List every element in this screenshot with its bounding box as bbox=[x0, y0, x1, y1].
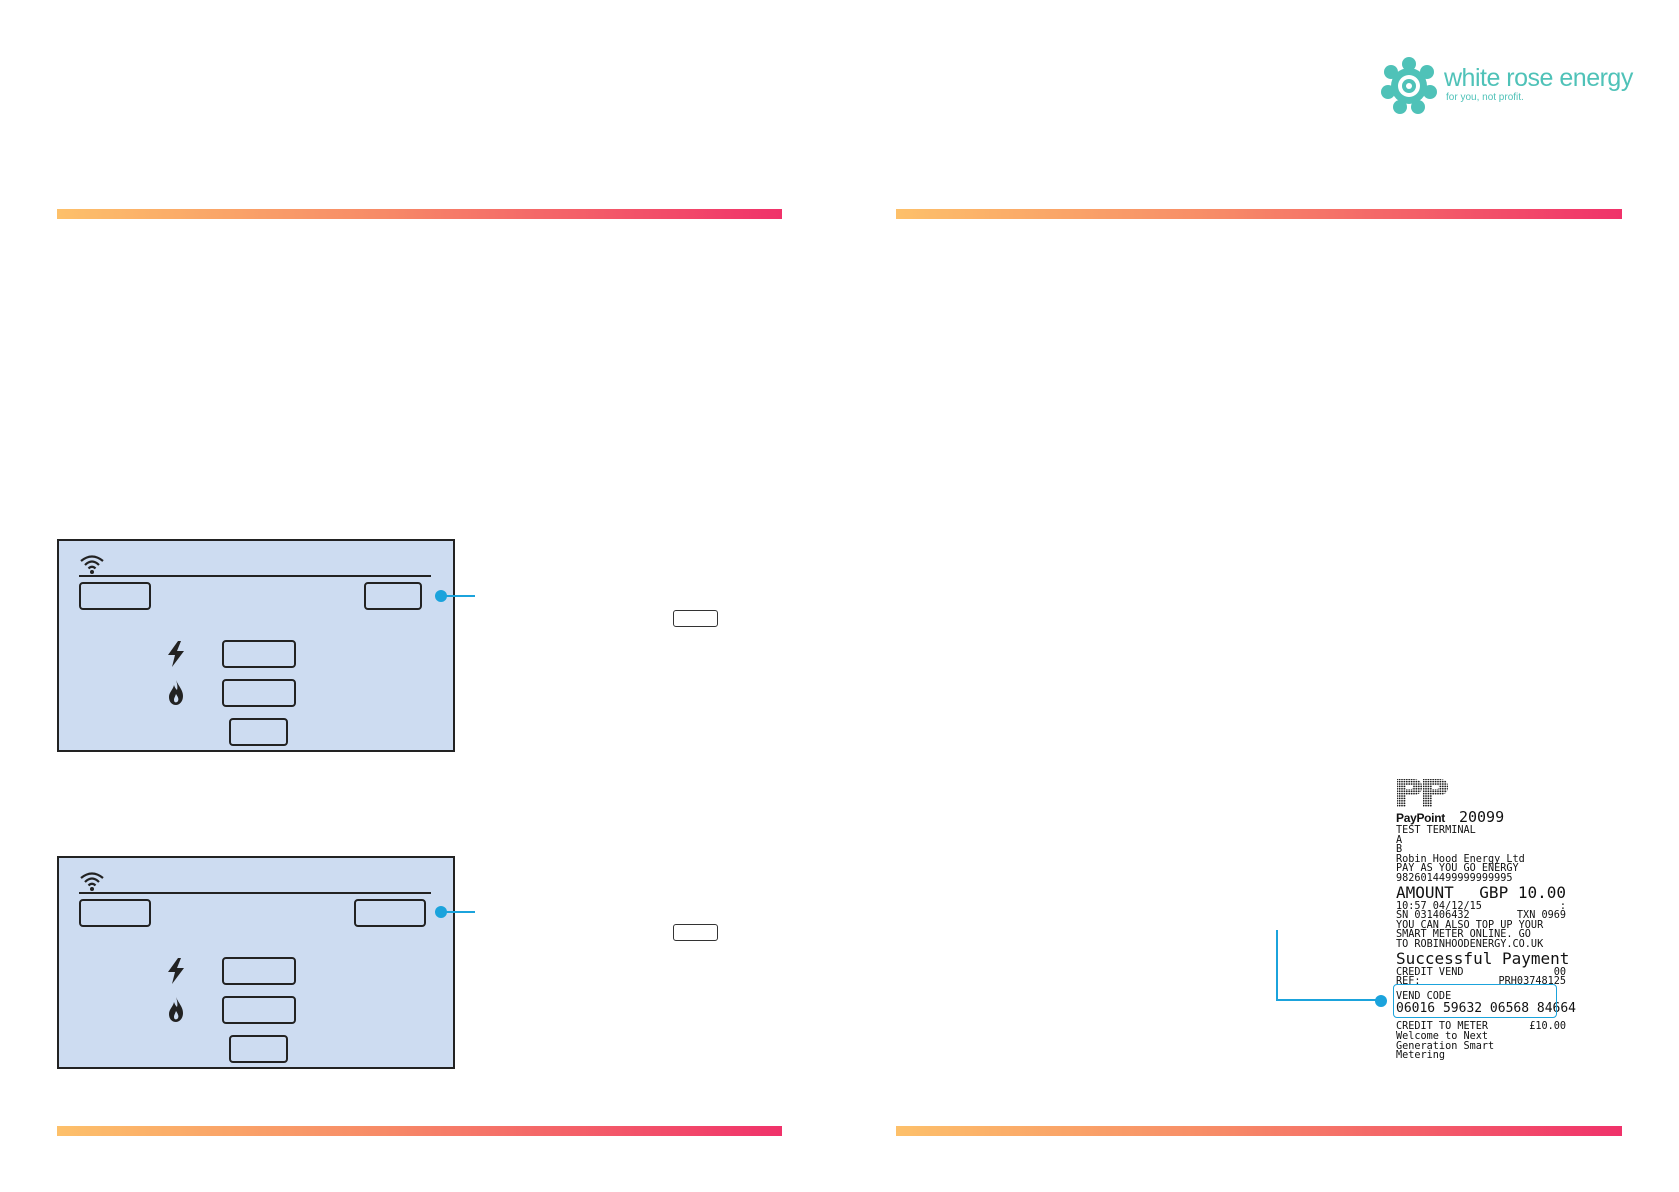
credit-vend-value: 00 bbox=[1553, 966, 1566, 978]
credit-vend-row: CREDIT VEND 00 bbox=[1396, 966, 1566, 978]
receipt-line: A bbox=[1396, 834, 1403, 846]
payment-status: Successful Payment bbox=[1396, 948, 1570, 968]
ihd-display-2 bbox=[57, 856, 455, 1069]
bottom-right-bar bbox=[896, 1126, 1622, 1136]
top-right-bar bbox=[896, 209, 1622, 219]
credit-to-meter-value: £10.00 bbox=[1529, 1021, 1566, 1033]
ref-row: REF: PRH03748125 bbox=[1396, 977, 1566, 987]
electricity-icon bbox=[168, 641, 184, 667]
ref-label: REF: bbox=[1396, 976, 1421, 988]
ihd-gas-value bbox=[222, 996, 296, 1024]
receipt-line: Robin Hood Energy Ltd bbox=[1396, 853, 1525, 865]
ihd-left-button[interactable] bbox=[79, 582, 151, 610]
receipt-line: Metering bbox=[1396, 1050, 1446, 1062]
serial-number: SN 031406432 bbox=[1396, 910, 1470, 922]
paypoint-logo-icon bbox=[1397, 779, 1448, 807]
vend-code-highlight bbox=[1393, 984, 1557, 1018]
callout-line-2 bbox=[441, 911, 475, 913]
receipt-callout-horizontal bbox=[1276, 999, 1382, 1001]
receipt-line: TO ROBINHOODENERGY.CO.UK bbox=[1396, 938, 1544, 950]
receipt-line: 9826014499999999995 bbox=[1396, 872, 1513, 884]
top-left-bar bbox=[57, 209, 782, 219]
logo-wordmark: white rose energy bbox=[1444, 64, 1633, 92]
receipt-line: B bbox=[1396, 844, 1403, 856]
credit-to-meter-label: CREDIT TO METER bbox=[1396, 1021, 1489, 1033]
transaction-number: TXN 0969 bbox=[1516, 910, 1566, 922]
credit-to-meter-row: CREDIT TO METER £10.00 bbox=[1396, 1022, 1566, 1032]
white-rose-energy-logo: white rose energy for you, not profit. bbox=[1380, 56, 1633, 116]
receipt-line: PAY AS YOU GO ENERGY bbox=[1396, 863, 1519, 875]
datetime-row: 10:57 04/12/15 : bbox=[1396, 900, 1566, 912]
ihd-gas-value bbox=[222, 679, 296, 707]
receipt-callout-dot bbox=[1375, 995, 1387, 1007]
gas-flame-icon bbox=[169, 997, 183, 1022]
wifi-icon bbox=[80, 872, 104, 891]
ihd-divider bbox=[79, 575, 431, 577]
ref-value: PRH03748125 bbox=[1498, 976, 1566, 988]
electricity-icon bbox=[168, 958, 184, 984]
inline-key-2 bbox=[673, 924, 718, 941]
amount-label: AMOUNT bbox=[1396, 882, 1454, 902]
receipt-line: Generation Smart bbox=[1396, 1040, 1495, 1052]
receipt-line: YOU CAN ALSO TOP UP YOUR bbox=[1396, 919, 1544, 931]
receipt-callout-vertical bbox=[1276, 930, 1278, 1001]
credit-vend-label: CREDIT VEND bbox=[1396, 966, 1464, 978]
ihd-display-1 bbox=[57, 539, 455, 752]
sn-txn-row: SN 031406432 TXN 0969 bbox=[1396, 911, 1566, 921]
ihd-electricity-value bbox=[222, 957, 296, 985]
receipt-line: TEST TERMINAL bbox=[1396, 825, 1476, 836]
receipt-line: SMART METER ONLINE. GO bbox=[1396, 929, 1531, 941]
ihd-bottom-button[interactable] bbox=[229, 718, 288, 746]
amount-value: GBP 10.00 bbox=[1479, 882, 1566, 902]
logo-tagline: for you, not profit. bbox=[1446, 92, 1524, 103]
ihd-left-button[interactable] bbox=[79, 899, 151, 927]
ihd-bottom-button[interactable] bbox=[229, 1035, 288, 1063]
wifi-icon bbox=[80, 555, 104, 574]
ihd-right-button[interactable] bbox=[354, 899, 426, 927]
gas-flame-icon bbox=[169, 680, 183, 705]
paypoint-brand: PayPoint bbox=[1396, 811, 1445, 826]
vend-code-label: VEND CODE bbox=[1396, 990, 1452, 1002]
receipt-line: Welcome to Next bbox=[1396, 1030, 1489, 1042]
paypoint-receipt: PayPoint 20099 TEST TERMINAL A B Robin H… bbox=[1396, 778, 1576, 1070]
ihd-electricity-value bbox=[222, 640, 296, 668]
bottom-left-bar bbox=[57, 1126, 782, 1136]
rose-logo-icon bbox=[1381, 57, 1437, 114]
inline-key-1 bbox=[673, 610, 718, 627]
amount-row: AMOUNT GBP 10.00 bbox=[1396, 882, 1566, 902]
ihd-divider bbox=[79, 892, 431, 894]
receipt-datetime-suffix: : bbox=[1559, 900, 1566, 912]
receipt-datetime: 10:57 04/12/15 bbox=[1396, 900, 1482, 912]
ihd-right-button[interactable] bbox=[364, 582, 422, 610]
terminal-number: 20099 bbox=[1458, 808, 1505, 826]
callout-line-1 bbox=[441, 595, 475, 597]
